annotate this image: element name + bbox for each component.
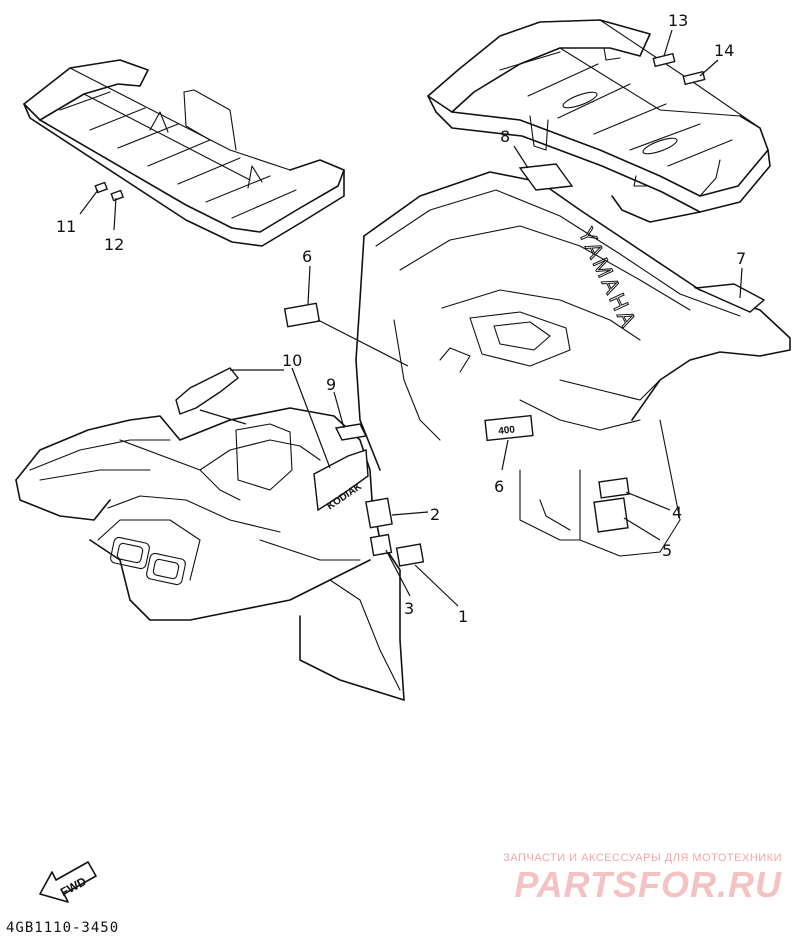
decal-7	[693, 283, 766, 313]
part-code: 4GB1110-3450	[6, 920, 119, 936]
decal-1	[395, 543, 425, 567]
leader-lines	[79, 29, 743, 607]
decal-6-fender: 400	[484, 414, 534, 442]
front-fender	[15, 407, 405, 701]
decal-12	[110, 189, 124, 202]
callout-2: 2	[430, 505, 440, 524]
callout-3: 3	[404, 599, 414, 618]
decal-11	[94, 181, 108, 194]
callout-13: 13	[668, 11, 688, 30]
callout-6-upper: 6	[302, 247, 312, 266]
front-carrier-rack	[23, 59, 345, 247]
rear-fender	[355, 171, 791, 557]
callout-12: 12	[104, 235, 124, 254]
watermark-tagline: ЗАПЧАСТИ И АКСЕССУАРЫ ДЛЯ МОТОТЕХНИКИ	[503, 852, 782, 864]
headlight-right	[146, 552, 186, 586]
decal-10	[175, 367, 239, 415]
callout-5: 5	[662, 541, 672, 560]
callout-8: 8	[500, 127, 510, 146]
callout-6-lower: 6	[494, 477, 504, 496]
decal-13	[652, 52, 676, 68]
callout-4: 4	[672, 503, 682, 522]
callout-14: 14	[714, 41, 734, 60]
decal-14	[682, 70, 706, 86]
decal-4	[598, 477, 630, 499]
callout-9: 9	[326, 375, 336, 394]
decal-5	[593, 497, 629, 533]
watermark-logo: PARTSFOR.RU	[514, 864, 782, 905]
fwd-arrow: FWD	[39, 861, 97, 903]
decal-8	[518, 163, 574, 191]
rear-carrier-rack	[427, 19, 771, 223]
callout-1: 1	[458, 607, 468, 626]
yamaha-emboss: YAMAHA	[573, 224, 642, 334]
decal-kodiak: KODIAK	[313, 449, 369, 512]
decal-6-loose	[283, 302, 321, 328]
fwd-label: FWD	[58, 874, 89, 899]
decal-2	[365, 497, 393, 529]
headlight-left	[110, 536, 150, 570]
watermark: ЗАПЧАСТИ И АКСЕССУАРЫ ДЛЯ МОТОТЕХНИКИ PA…	[503, 852, 782, 904]
decal-3	[369, 533, 393, 557]
callout-10: 10	[282, 351, 302, 370]
decal-400-text: 400	[498, 424, 516, 437]
callout-7: 7	[736, 249, 746, 268]
callout-11: 11	[56, 217, 76, 236]
decal-9	[334, 423, 368, 441]
